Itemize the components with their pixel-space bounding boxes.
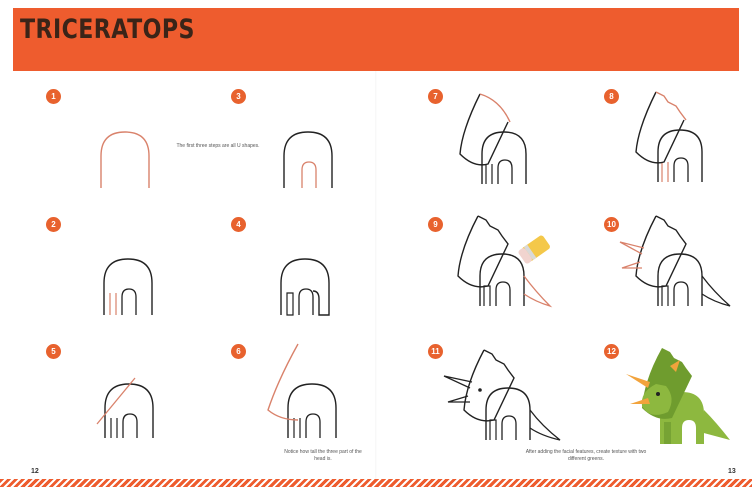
step-2-drawing [278, 128, 348, 193]
step-3-drawing [98, 255, 168, 320]
page-number-left: 12 [31, 468, 39, 475]
step-badge-2: 2 [46, 217, 61, 232]
page-number-right: 13 [728, 468, 736, 475]
step-badge-11: 10 [604, 217, 619, 232]
step-badge-12: 12 [604, 344, 619, 359]
eraser-icon [518, 230, 556, 270]
step-12-drawing [620, 340, 740, 450]
step-8-drawing [628, 88, 713, 188]
step-4-drawing [275, 255, 345, 320]
step-badge-7: 7 [428, 89, 443, 104]
step-badge-8: 9 [428, 217, 443, 232]
step-badge-5: 4 [231, 217, 246, 232]
page-gutter [375, 71, 377, 479]
step-11-note: After adding the facial features, create… [522, 449, 650, 462]
step-9-drawing [450, 210, 560, 315]
step-6-drawing [258, 340, 358, 445]
step-7-drawing [452, 90, 537, 190]
step-2-note: The first three steps are all U shapes. [168, 143, 268, 150]
step-10-drawing [618, 210, 738, 315]
step-badge-4: 3 [231, 89, 246, 104]
striped-footer [0, 479, 752, 487]
step-1-drawing [95, 128, 165, 193]
step-badge-1: 1 [46, 89, 61, 104]
step-5-drawing [93, 372, 168, 444]
step-badge-6: 6 [231, 344, 246, 359]
step-6-note: Notice how tall the three part of the he… [278, 449, 368, 462]
step-11-drawing [440, 340, 570, 445]
step-badge-10: 8 [604, 89, 619, 104]
page-title: TRICERATOPS [20, 14, 195, 45]
step-badge-3: 5 [46, 344, 61, 359]
